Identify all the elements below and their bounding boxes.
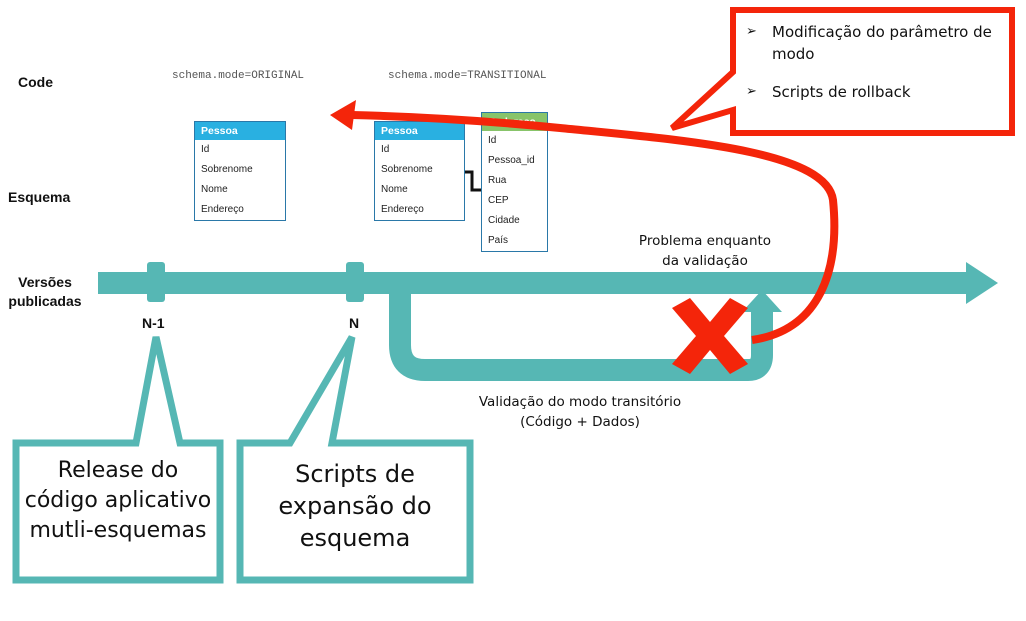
mode-original-label: schema.mode=ORIGINAL xyxy=(172,70,305,82)
version-label-current: N xyxy=(349,315,360,331)
table-endereco: Endereço Id Pessoa_id Rua CEP Cidade Paí… xyxy=(481,112,548,252)
expansion-callout-box xyxy=(236,335,474,584)
table-field: Id xyxy=(488,135,497,146)
validation-annotation: Validação do modo transitório (Código + … xyxy=(450,392,710,432)
table-field: Rua xyxy=(488,175,507,186)
table-pessoa-transitional: Pessoa Id Sobrenome Nome Endereço xyxy=(374,121,465,221)
row-label-versions: Versões publicadas xyxy=(8,274,82,309)
table-field: Endereço xyxy=(381,204,424,215)
table-field: Cidade xyxy=(488,215,520,226)
table-field: Sobrenome xyxy=(201,164,253,175)
version-marker-prev xyxy=(147,262,165,302)
expansion-line-2: expansão do xyxy=(278,492,432,520)
problem-line-1: Problema enquanto xyxy=(638,233,772,249)
release-callout-text: Release do código aplicativo mutli-esque… xyxy=(22,456,214,546)
mode-transitional-label: schema.mode=TRANSITIONAL xyxy=(388,70,547,82)
table-field: Nome xyxy=(381,184,408,195)
expansion-callout-text: Scripts de expansão do esquema xyxy=(246,458,464,554)
row-label-code: Code xyxy=(18,74,53,90)
rollback-item-text: Modificação do parâmetro de modo xyxy=(772,23,992,63)
arrowhead-bullet-icon: ➢ xyxy=(746,24,757,39)
table-header: Pessoa xyxy=(195,122,285,140)
problem-line-2: da validação xyxy=(662,253,748,269)
row-label-schema: Esquema xyxy=(8,189,71,205)
release-line-2: código aplicativo xyxy=(24,488,212,513)
table-header: Endereço xyxy=(482,113,547,131)
version-label-prev: N-1 xyxy=(142,315,165,331)
table-header: Pessoa xyxy=(375,122,464,140)
table-field: Endereço xyxy=(201,204,244,215)
release-line-3: mutli-esquemas xyxy=(29,518,207,543)
table-field: Pessoa_id xyxy=(488,155,535,166)
expansion-line-1: Scripts de xyxy=(295,460,415,488)
arrowhead-bullet-icon: ➢ xyxy=(746,84,757,99)
table-field: Id xyxy=(381,144,390,155)
version-marker-current xyxy=(346,262,364,302)
release-callout-box xyxy=(12,336,224,584)
rollback-item: ➢ Scripts de rollback xyxy=(746,81,1008,103)
rollback-item: ➢ Modificação do parâmetro de modo xyxy=(746,21,1008,65)
table-field: País xyxy=(488,235,509,246)
timeline-bar xyxy=(98,272,970,294)
validation-line-1: Validação do modo transitório xyxy=(478,394,682,410)
problem-annotation: Problema enquanto da validação xyxy=(610,231,800,271)
release-line-1: Release do xyxy=(57,458,179,483)
validation-loop xyxy=(389,283,773,381)
table-pessoa-original: Pessoa Id Sobrenome Nome Endereço xyxy=(194,121,286,221)
expansion-line-3: esquema xyxy=(299,524,411,552)
table-relation-connector xyxy=(464,170,482,192)
table-field: CEP xyxy=(488,195,509,206)
validation-line-2: (Código + Dados) xyxy=(520,414,640,430)
table-field: Nome xyxy=(201,184,228,195)
timeline-arrowhead xyxy=(966,262,998,304)
rollback-item-text: Scripts de rollback xyxy=(772,83,911,101)
rollback-callout-list: ➢ Modificação do parâmetro de modo ➢ Scr… xyxy=(746,21,1008,103)
table-field: Id xyxy=(201,144,210,155)
table-field: Sobrenome xyxy=(381,164,433,175)
